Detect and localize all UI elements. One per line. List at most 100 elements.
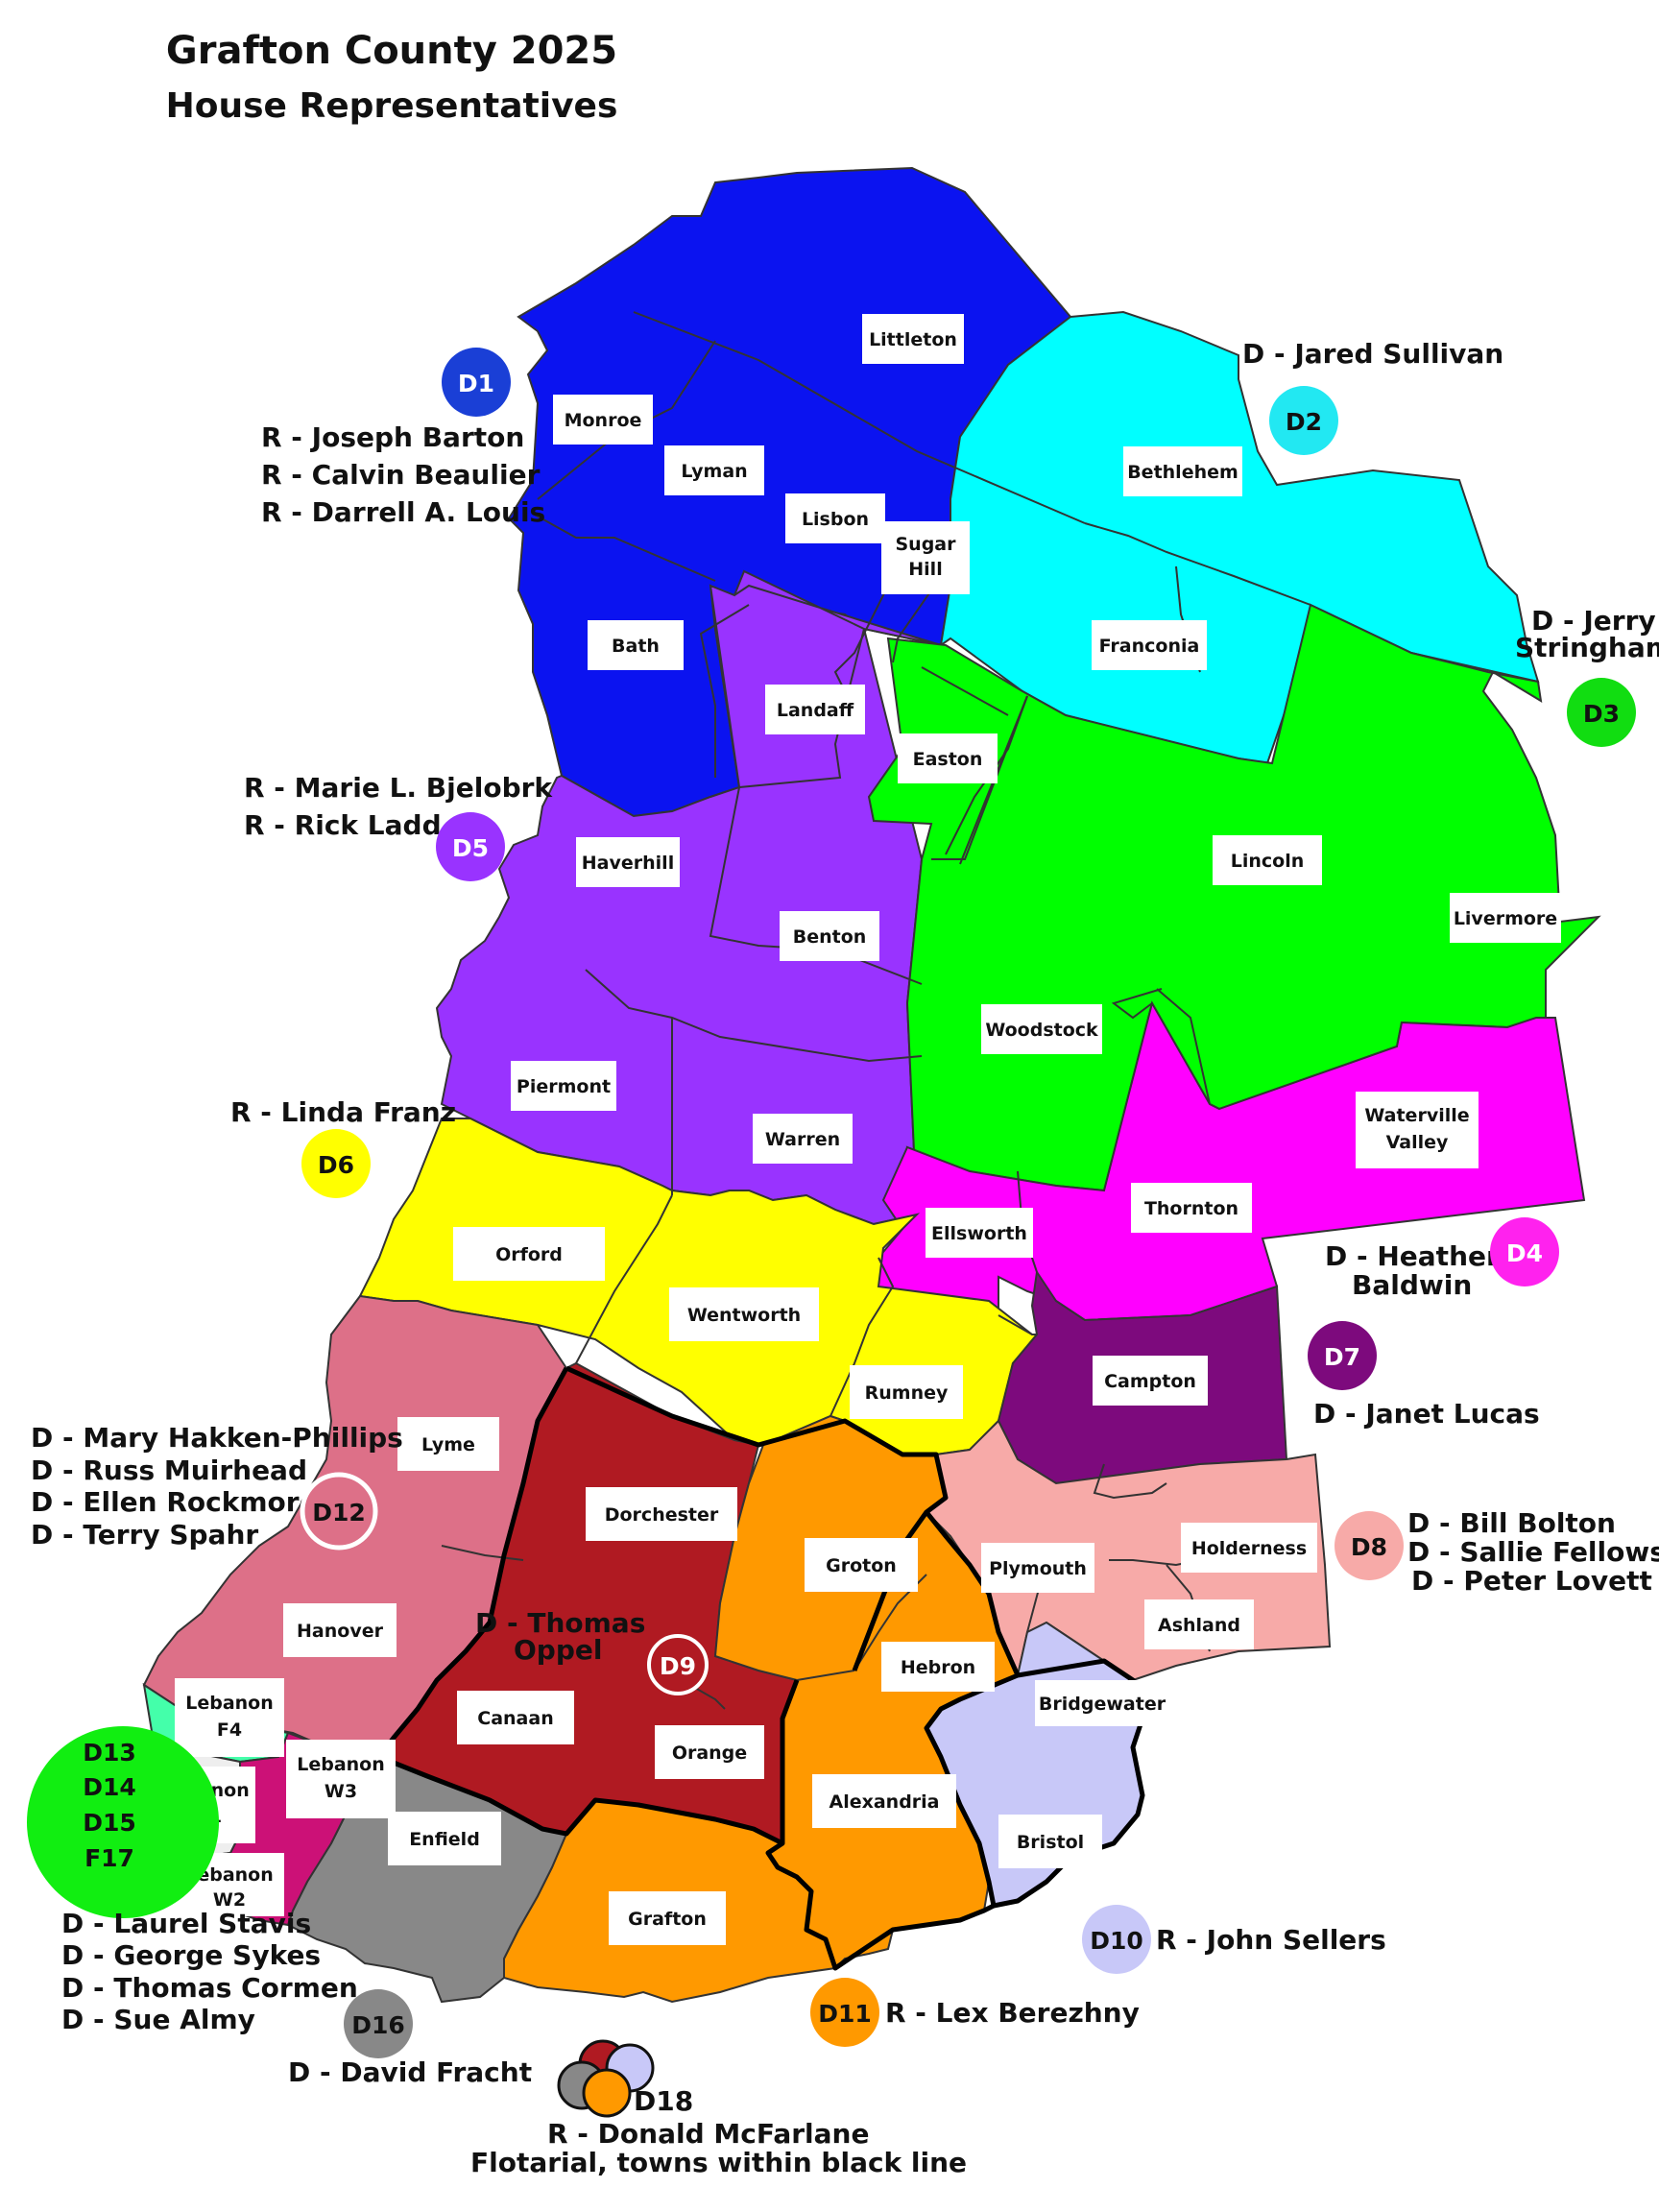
svg-text:Oppel: Oppel [514, 1634, 602, 1666]
svg-text:D - Sue Almy: D - Sue Almy [61, 2004, 255, 2035]
district-d13-17: D13 D14 D15 F17 D - Laurel Stavis D - Ge… [27, 1726, 358, 2035]
district-badge-d3 [1567, 678, 1636, 747]
svg-text:R - Marie L. Bjelobrk: R - Marie L. Bjelobrk [244, 772, 553, 804]
svg-text:D - Heather: D - Heather [1325, 1240, 1500, 1272]
town-campton: Campton [1093, 1356, 1208, 1406]
svg-text:Baldwin: Baldwin [1352, 1269, 1472, 1301]
district-d5: R - Marie L. Bjelobrk R - Rick Ladd D5 [244, 772, 553, 881]
svg-text:F4: F4 [217, 1719, 242, 1741]
svg-text:D5: D5 [452, 834, 489, 862]
svg-text:D - David Fracht: D - David Fracht [288, 2056, 532, 2088]
svg-text:D1: D1 [458, 370, 494, 397]
svg-text:Ashland: Ashland [1158, 1615, 1240, 1636]
district-badge-d13-17 [27, 1726, 219, 1918]
town-plymouth: Plymouth [981, 1543, 1094, 1593]
svg-text:D - Jerry: D - Jerry [1531, 605, 1656, 637]
town-warren: Warren [753, 1114, 853, 1164]
town-easton: Easton [898, 733, 998, 783]
town-ellsworth: Ellsworth [926, 1208, 1033, 1258]
svg-text:Hanover: Hanover [297, 1621, 384, 1642]
svg-text:D - Peter Lovett: D - Peter Lovett [1411, 1565, 1652, 1597]
district-d1: D1 R - Joseph Barton R - Calvin Beaulier… [261, 348, 545, 528]
district-badge-d7 [1308, 1321, 1377, 1390]
map-subtitle: House Representatives [166, 86, 618, 126]
svg-text:D - Terry Spahr: D - Terry Spahr [31, 1519, 258, 1551]
town-monroe: Monroe [553, 395, 653, 445]
svg-text:Franconia: Franconia [1099, 636, 1200, 657]
town-lincoln: Lincoln [1213, 835, 1322, 885]
town-franconia: Franconia [1092, 620, 1207, 670]
town-dorchester: Dorchester [586, 1487, 737, 1541]
svg-text:D14: D14 [83, 1773, 136, 1801]
district-d16: D16 D - David Fracht [288, 1989, 532, 2088]
district-d12: D - Mary Hakken-Phillips D - Russ Muirhe… [31, 1422, 403, 1551]
svg-text:R - Joseph Barton: R - Joseph Barton [261, 421, 524, 453]
svg-text:Lyman: Lyman [681, 461, 747, 482]
town-orford: Orford [453, 1227, 605, 1281]
svg-text:Grafton: Grafton [628, 1909, 707, 1930]
svg-text:Groton: Groton [826, 1555, 897, 1576]
svg-text:R - John Sellers: R - John Sellers [1156, 1924, 1386, 1956]
svg-text:D - Thomas: D - Thomas [475, 1607, 645, 1639]
district-d9: D - Thomas Oppel D9 [475, 1607, 709, 1695]
town-livermore: Livermore [1450, 893, 1561, 943]
district-badge-d11 [810, 1978, 879, 2047]
svg-text:Woodstock: Woodstock [985, 1020, 1098, 1041]
svg-text:Canaan: Canaan [477, 1708, 553, 1729]
map-title: Grafton County 2025 [166, 29, 617, 73]
svg-text:D - Mary Hakken-Phillips: D - Mary Hakken-Phillips [31, 1422, 403, 1454]
town-alexandria: Alexandria [812, 1774, 956, 1828]
svg-text:Easton: Easton [913, 749, 983, 770]
flotarial-boundary-west [376, 1366, 996, 1971]
district-d6: R - Linda Franz D6 [230, 1096, 456, 1198]
svg-text:D12: D12 [312, 1499, 366, 1527]
svg-text:D7: D7 [1324, 1343, 1360, 1371]
svg-text:D4: D4 [1506, 1239, 1543, 1267]
svg-text:Enfield: Enfield [409, 1829, 480, 1850]
svg-text:Lincoln: Lincoln [1231, 851, 1305, 872]
svg-text:Sugar: Sugar [895, 534, 956, 555]
svg-text:Monroe: Monroe [565, 410, 642, 431]
svg-text:Flotarial, towns within black: Flotarial, towns within black line [470, 2147, 967, 2178]
svg-text:D - Thomas Cormen: D - Thomas Cormen [61, 1972, 358, 2004]
svg-text:Wentworth: Wentworth [687, 1305, 801, 1326]
town-wentworth: Wentworth [669, 1287, 819, 1341]
town-labels: Littleton Monroe Lyman Lisbon SugarHill … [156, 314, 1561, 1945]
district-d4: D - Heather Baldwin D4 [1325, 1217, 1559, 1301]
svg-text:Holderness: Holderness [1191, 1538, 1307, 1559]
town-lyman: Lyman [664, 445, 764, 495]
district-d10: D10 R - John Sellers [1082, 1905, 1386, 1974]
svg-text:Orange: Orange [672, 1743, 747, 1764]
svg-text:D2: D2 [1286, 408, 1322, 436]
town-thornton: Thornton [1131, 1183, 1252, 1233]
town-bethlehem: Bethlehem [1123, 446, 1242, 496]
town-haverhill: Haverhill [576, 837, 680, 887]
town-lisbon: Lisbon [785, 493, 885, 543]
district-badge-d1 [442, 348, 511, 417]
svg-text:Haverhill: Haverhill [582, 853, 674, 874]
district-badge-d2 [1269, 386, 1338, 455]
svg-text:D - Sallie Fellows: D - Sallie Fellows [1407, 1536, 1659, 1568]
district-badge-d12 [300, 1472, 378, 1551]
flotarial-boundary-mid [780, 1679, 800, 1843]
svg-text:Hebron: Hebron [901, 1657, 975, 1678]
svg-text:Bethlehem: Bethlehem [1127, 462, 1238, 483]
svg-text:Piermont: Piermont [517, 1076, 611, 1097]
town-enfield: Enfield [388, 1812, 501, 1865]
svg-text:D - Janet Lucas: D - Janet Lucas [1313, 1398, 1540, 1430]
svg-text:Valley: Valley [1386, 1132, 1449, 1153]
svg-text:Littleton: Littleton [869, 329, 957, 350]
town-benton: Benton [780, 911, 879, 961]
town-rumney: Rumney [850, 1365, 963, 1419]
svg-text:D10: D10 [1090, 1927, 1143, 1955]
svg-text:R - Rick Ladd: R - Rick Ladd [244, 809, 442, 841]
district-d11: D11 R - Lex Berezhny [810, 1978, 1140, 2047]
svg-text:Ellsworth: Ellsworth [931, 1223, 1027, 1244]
svg-text:D15: D15 [83, 1809, 136, 1837]
district-d2: D - Jared Sullivan D2 [1242, 338, 1503, 455]
svg-text:D - Laurel Stavis: D - Laurel Stavis [61, 1908, 311, 1939]
